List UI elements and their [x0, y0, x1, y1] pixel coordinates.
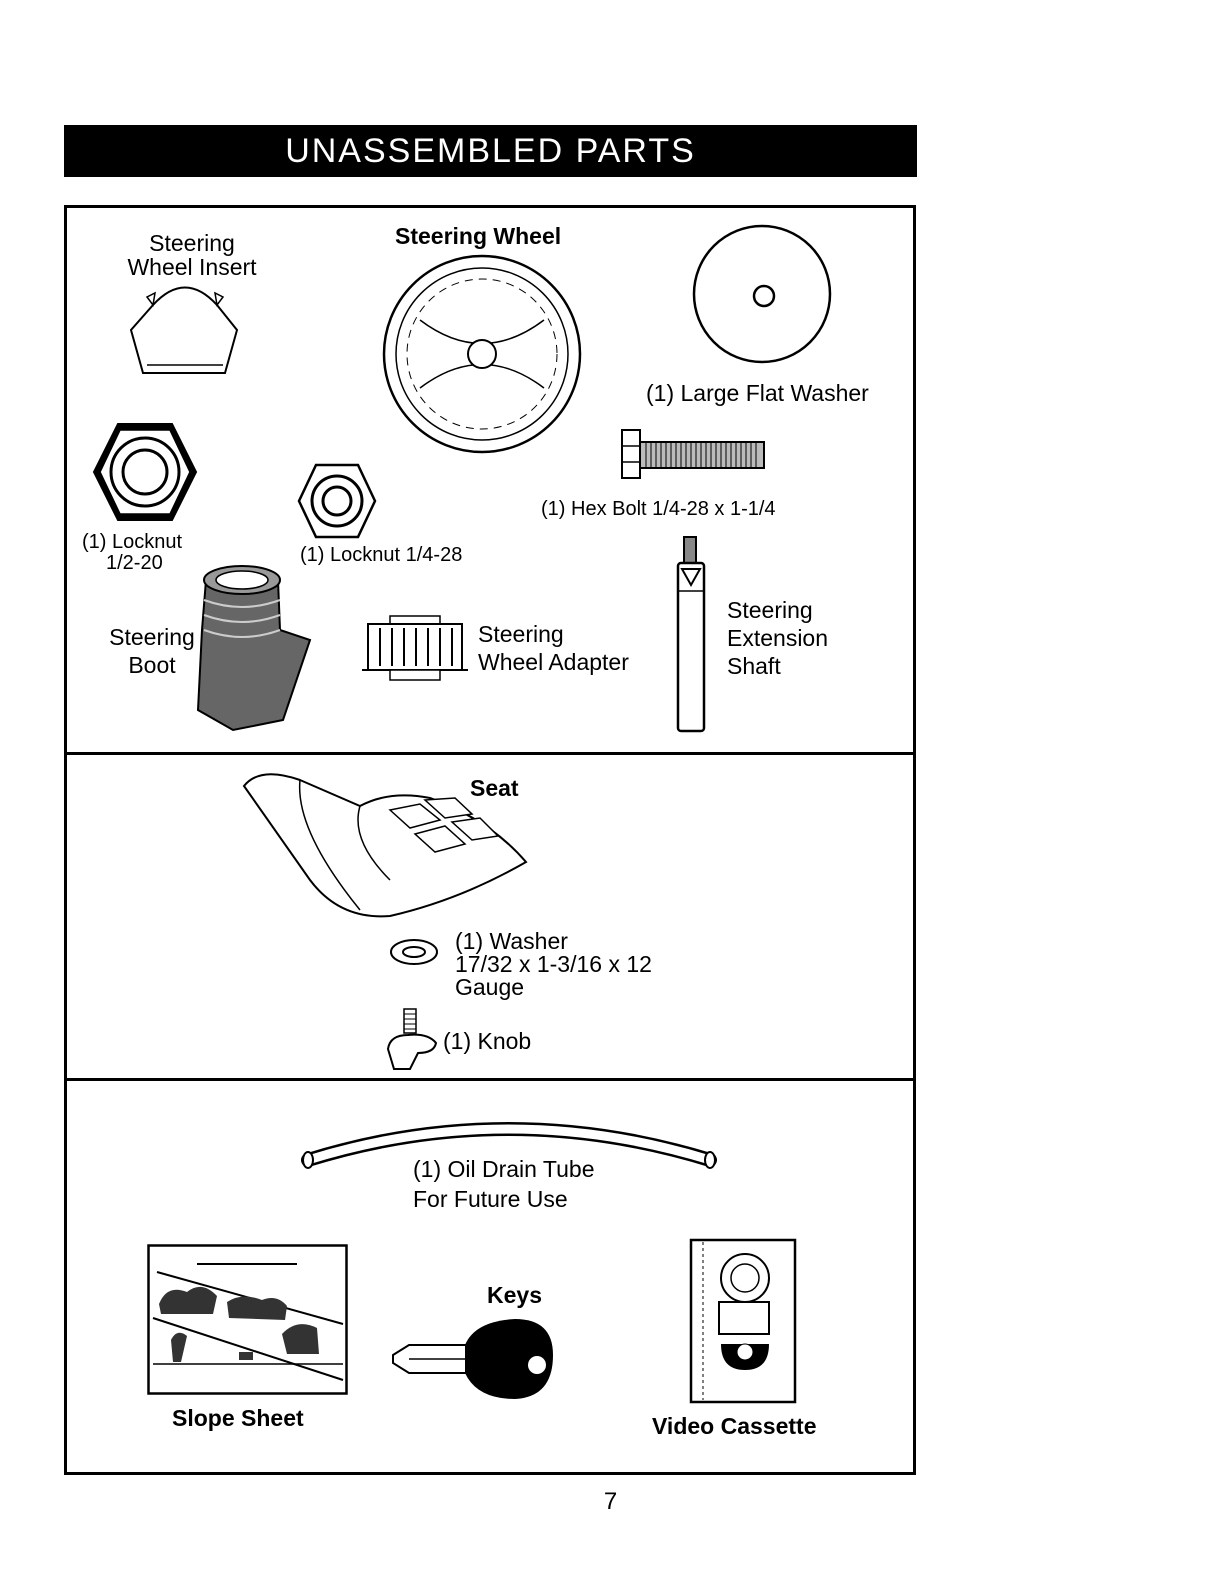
steering-extension-shaft-label: Steering Extension Shaft	[727, 597, 829, 680]
seat-icon	[242, 773, 528, 918]
steering-wheel-adapter-label: Steering Wheel Adapter	[478, 621, 629, 676]
parts-box	[64, 205, 916, 1475]
knob-icon	[386, 1008, 438, 1070]
oil-drain-tube-icon	[301, 1122, 717, 1169]
locknut-small-icon	[297, 463, 377, 539]
page-number: 7	[603, 1488, 618, 1515]
section-title: UNASSEMBLED PARTS	[64, 125, 917, 177]
locknut-large-label: (1) Locknut 1/2-20	[82, 531, 183, 574]
steering-wheel-insert-label: Steering Wheel Insert	[127, 230, 257, 281]
steering-boot-label: Steering Boot	[109, 624, 195, 679]
section-divider-2	[67, 1078, 913, 1081]
slope-sheet-icon	[147, 1244, 348, 1395]
steering-wheel-adapter-icon	[362, 615, 468, 681]
steering-wheel-label: Steering Wheel	[395, 223, 562, 249]
steering-boot-icon	[196, 565, 312, 732]
seat-label: Seat	[470, 775, 519, 801]
video-cassette-label: Video Cassette	[652, 1413, 817, 1439]
oil-drain-tube-label: (1) Oil Drain Tube For Future Use	[413, 1156, 595, 1213]
locknut-small-label: (1) Locknut 1/4-28	[300, 544, 463, 566]
hex-bolt-icon	[621, 429, 765, 479]
keys-label: Keys	[487, 1282, 542, 1308]
hex-bolt-label: (1) Hex Bolt 1/4-28 x 1-1/4	[541, 498, 776, 520]
key-icon	[392, 1319, 553, 1399]
section-divider-1	[67, 752, 913, 755]
washer-label: (1) Washer 17/32 x 1-3/16 x 12 Gauge	[455, 928, 652, 1000]
washer-icon	[390, 939, 438, 965]
steering-wheel-insert-icon	[129, 286, 239, 374]
large-flat-washer-icon	[692, 224, 832, 364]
locknut-large-icon	[92, 423, 198, 521]
steering-wheel-icon	[382, 254, 582, 454]
slope-sheet-label: Slope Sheet	[172, 1405, 304, 1431]
steering-extension-shaft-icon	[676, 536, 706, 733]
video-cassette-icon	[689, 1238, 797, 1404]
large-flat-washer-label: (1) Large Flat Washer	[646, 380, 869, 406]
knob-label: (1) Knob	[443, 1028, 532, 1054]
